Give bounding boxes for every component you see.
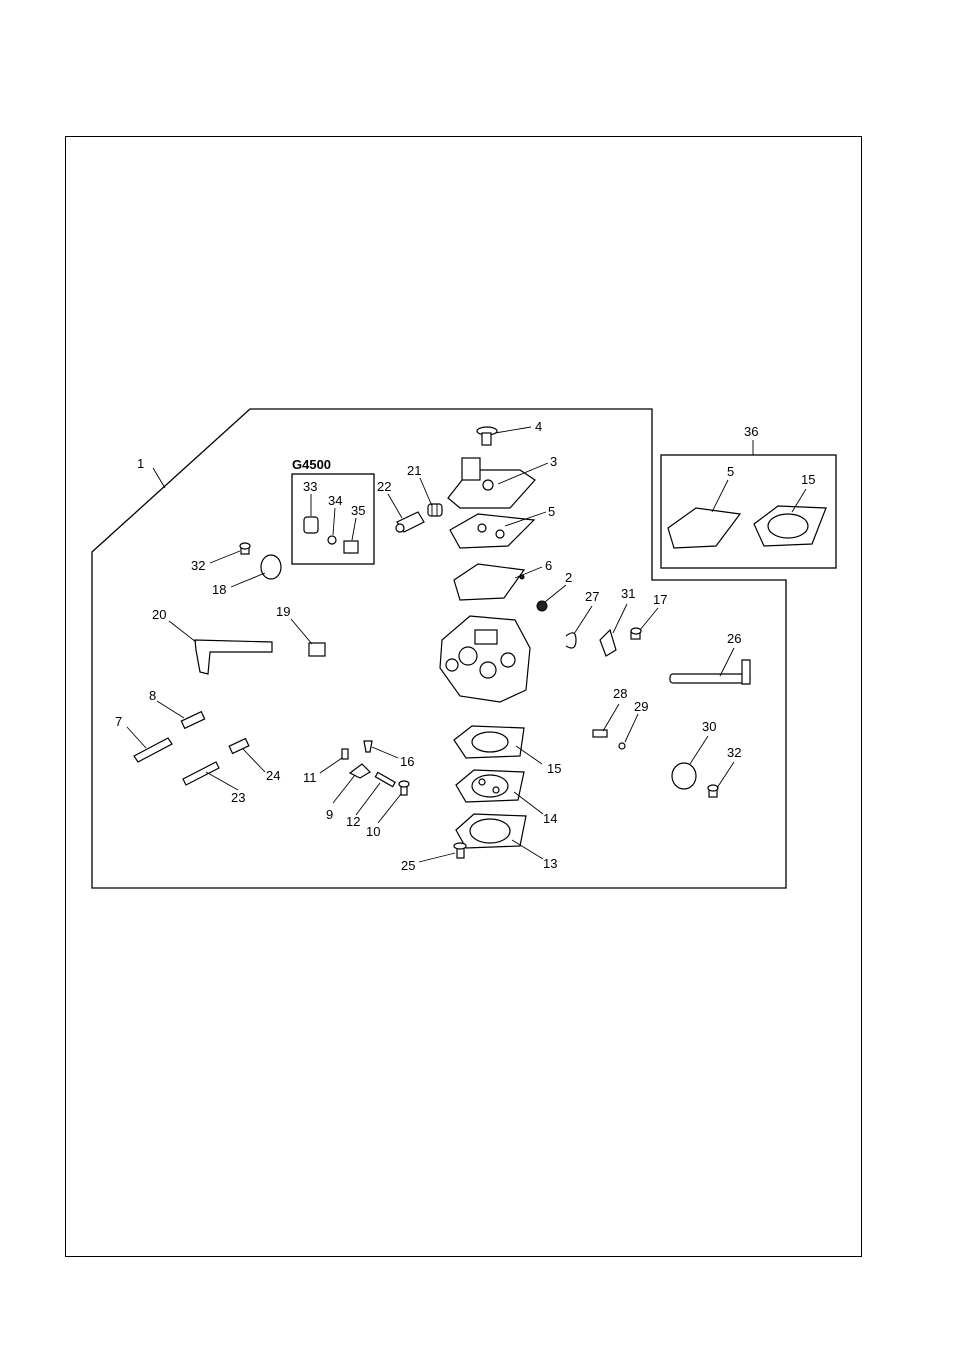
part-23-screw (183, 762, 219, 785)
part-30-plate (672, 763, 696, 789)
part-25-screw (454, 843, 466, 858)
callout-13: 13 (543, 856, 557, 871)
part-18-disk (261, 555, 281, 579)
part-11 (342, 749, 348, 759)
kit-callout-15: 15 (801, 472, 815, 487)
callout-3: 3 (550, 454, 557, 469)
part-31 (600, 630, 616, 656)
callout-14: 14 (543, 811, 557, 826)
kit-callout-5: 5 (727, 464, 734, 479)
callout-10: 10 (366, 824, 380, 839)
part-8-spring (181, 712, 204, 729)
callout-30: 30 (702, 719, 716, 734)
callout-35: 35 (351, 503, 365, 518)
part-20-lever (195, 640, 272, 674)
part-19-spring (309, 643, 325, 656)
part-6-diaphragm (454, 564, 524, 600)
callout-17: 17 (653, 592, 667, 607)
callout-16: 16 (400, 754, 414, 769)
kit-part-5 (668, 508, 740, 548)
callout-11: 11 (303, 770, 317, 785)
callout-21: 21 (407, 463, 421, 478)
part-17-screw (631, 628, 641, 639)
part-21-spring (428, 504, 442, 516)
callout-25: 25 (401, 858, 415, 873)
callout-18: 18 (212, 582, 226, 597)
part-13-cover (456, 814, 526, 848)
callout-8: 8 (149, 688, 156, 703)
part-29-ball (619, 743, 625, 749)
callout-27: 27 (585, 589, 599, 604)
part-34 (328, 536, 336, 544)
callout-2: 2 (565, 570, 572, 585)
part-2-screen (537, 601, 547, 611)
part-4-screw (477, 427, 497, 445)
callout-23: 23 (231, 790, 245, 805)
part-5-gasket (450, 514, 534, 548)
carburetor-body (440, 616, 530, 702)
callout-1: 1 (137, 456, 144, 471)
callout-12: 12 (346, 814, 360, 829)
part-28-spring (593, 730, 607, 737)
callout-36: 36 (744, 424, 758, 439)
callout-31: 31 (621, 586, 635, 601)
callout-28: 28 (613, 686, 627, 701)
callout-24: 24 (266, 768, 280, 783)
variant-label: G4500 (292, 457, 331, 472)
callout-9: 9 (326, 807, 333, 822)
callout-20: 20 (152, 607, 166, 622)
callout-22: 22 (377, 479, 391, 494)
callout-4: 4 (535, 419, 542, 434)
kit-part-15 (754, 506, 826, 546)
part-16 (364, 741, 372, 752)
callout-29: 29 (634, 699, 648, 714)
callout-32-second: 32 (727, 745, 741, 760)
part-14-diaphragm (456, 770, 524, 802)
part-26-shaft (670, 660, 750, 684)
callout-19: 19 (276, 604, 290, 619)
callout-7: 7 (115, 714, 122, 729)
callout-33: 33 (303, 479, 317, 494)
part-27-clip (566, 633, 576, 648)
callout-15: 15 (547, 761, 561, 776)
part-32b-screw (708, 785, 718, 797)
part-3-cover (448, 458, 535, 508)
callout-5: 5 (548, 504, 555, 519)
callout-32: 32 (191, 558, 205, 573)
part-15-gasket (454, 726, 524, 758)
part-35-spring (344, 541, 358, 553)
part-10-screw (399, 781, 409, 795)
part-32-screw (240, 543, 250, 554)
callout-6: 6 (545, 558, 552, 573)
part-33 (304, 517, 318, 533)
callout-26: 26 (727, 631, 741, 646)
part-24-spring (229, 739, 249, 754)
part-9 (350, 764, 370, 778)
callout-34: 34 (328, 493, 342, 508)
